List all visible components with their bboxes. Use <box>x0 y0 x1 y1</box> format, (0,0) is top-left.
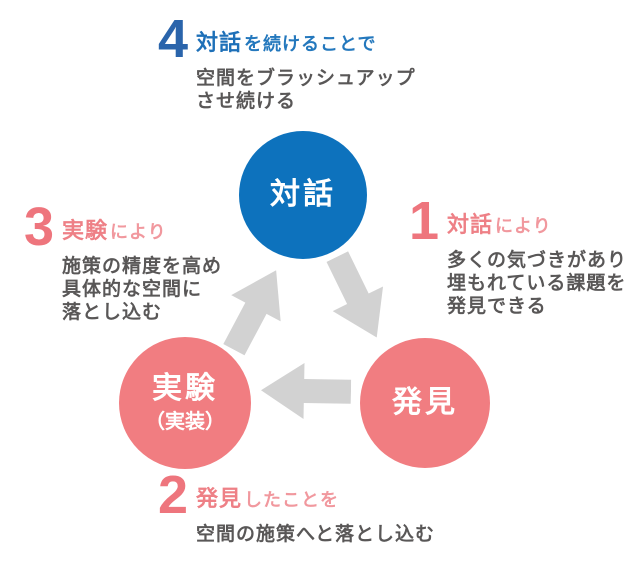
step-text-4: 対話を続けることで 空間をブラッシュアップ させ続ける <box>196 16 416 113</box>
step-number-3: 3 <box>24 197 54 257</box>
step-description-line: 具体的な空間に <box>62 279 203 300</box>
step-annotation-2: 2 発見したことを 空間の施策へと落とし込む <box>158 465 435 546</box>
node-discovery-label: 発見 <box>392 386 458 419</box>
step-headline-4: 対話を続けることで <box>196 28 416 61</box>
step-suffix-1: により <box>495 216 552 236</box>
step-number-2: 2 <box>158 465 188 525</box>
node-experiment-sublabel: （実装） <box>145 411 225 433</box>
node-dialogue-label: 対話 <box>270 178 336 211</box>
step-description-line: 発見できる <box>447 296 547 317</box>
step-description-line: 空間をブラッシュアップ <box>196 68 416 89</box>
step-keyword-3: 実験 <box>62 218 109 243</box>
step-text-3: 実験により 施策の精度を高め 具体的な空間に 落とし込む <box>62 204 222 324</box>
step-suffix-2: したことを <box>244 490 340 510</box>
step-description-1: 多くの気づきがあり 埋もれている課題を 発見できる <box>447 249 627 318</box>
step-annotation-3: 3 実験により 施策の精度を高め 具体的な空間に 落とし込む <box>24 197 222 324</box>
step-text-1: 対話により 多くの気づきがあり 埋もれている課題を 発見できる <box>447 198 627 318</box>
node-discovery-circle: 発見 <box>360 338 490 468</box>
step-description-line: 施策の精度を高め <box>62 256 223 277</box>
step-keyword-4: 対話 <box>196 30 243 55</box>
node-dialogue-circle: 対話 <box>239 131 367 259</box>
step-keyword-1: 対話 <box>447 212 494 237</box>
step-description-4: 空間をブラッシュアップ させ続ける <box>196 67 416 113</box>
step-description-3: 施策の精度を高め 具体的な空間に 落とし込む <box>62 255 222 324</box>
step-headline-1: 対話により <box>447 210 627 243</box>
step-keyword-2: 発見 <box>196 486 243 511</box>
step-suffix-3: により <box>110 222 167 242</box>
step-description-line: 多くの気づきがあり <box>447 250 628 271</box>
step-annotation-4: 4 対話を続けることで 空間をブラッシュアップ させ続ける <box>158 9 416 113</box>
node-experiment-circle: 実験 （実装） <box>119 337 251 469</box>
step-headline-3: 実験により <box>62 216 222 249</box>
step-text-2: 発見したことを 空間の施策へと落とし込む <box>196 472 435 546</box>
arrow-dialogue-to-discovery-icon <box>312 244 402 349</box>
step-headline-2: 発見したことを <box>196 484 435 517</box>
node-experiment-label: 実験 <box>152 372 218 405</box>
arrow-discovery-to-experiment-icon <box>261 362 352 420</box>
step-number-4: 4 <box>158 9 188 69</box>
step-description-line: させ続ける <box>196 91 297 112</box>
step-description-2: 空間の施策へと落とし込む <box>196 523 435 546</box>
step-annotation-1: 1 対話により 多くの気づきがあり 埋もれている課題を 発見できる <box>409 191 627 318</box>
step-suffix-4: を続けることで <box>244 34 377 54</box>
step-description-line: 落とし込む <box>62 302 163 323</box>
step-description-line: 空間の施策へと落とし込む <box>196 524 436 545</box>
arrow-experiment-to-dialogue-icon <box>209 257 301 363</box>
step-number-1: 1 <box>409 191 439 251</box>
step-description-line: 埋もれている課題を <box>447 273 627 294</box>
